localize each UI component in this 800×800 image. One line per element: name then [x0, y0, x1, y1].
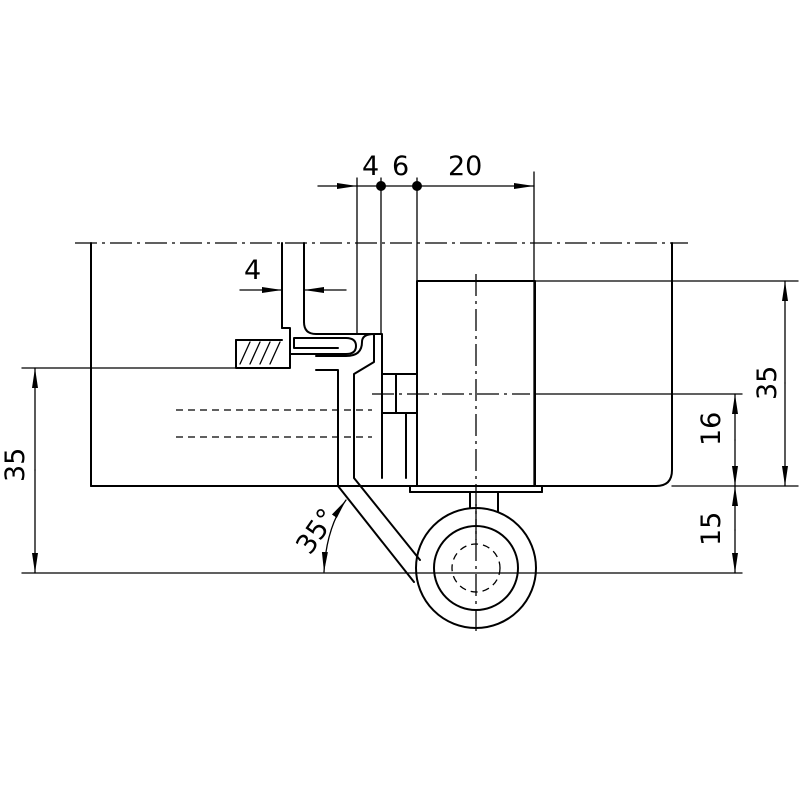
dim-label-top-4: 4 [362, 151, 379, 182]
dimension-15: 15 [696, 485, 738, 574]
dim-label-top-6: 6 [392, 151, 409, 182]
dim-dot-417 [412, 181, 422, 191]
dim-label-left-35: 35 [0, 448, 31, 482]
frame-step [303, 321, 383, 479]
dim-label-15: 15 [696, 512, 727, 546]
dimension-groove-4: 4 [239, 255, 347, 293]
dim-label-16: 16 [696, 412, 727, 446]
dim-label-angle-35: 35° [290, 503, 343, 560]
hinge-body [372, 274, 543, 540]
panel-right-edge [535, 242, 673, 487]
dimension-right-35: 35 [534, 280, 799, 487]
seal-hatching [239, 341, 281, 365]
arm-outer [315, 369, 415, 583]
dim-label-groove-4: 4 [244, 255, 261, 286]
dim-label-right-35: 35 [752, 366, 783, 400]
dim-label-top-20: 20 [448, 151, 482, 182]
dimension-angle-35: 35° [290, 499, 347, 573]
angle-arc [321, 499, 347, 573]
panel-outline [75, 242, 688, 487]
dimension-left-35: 35 [0, 367, 743, 574]
dimension-top-chain: 4 6 20 [317, 151, 535, 487]
seal-lip [289, 337, 357, 355]
seal-outline [235, 327, 291, 369]
dim-dot-381 [376, 181, 386, 191]
arm-inner [315, 333, 421, 561]
seal-profile [235, 327, 357, 369]
hinge-arm [315, 333, 537, 636]
dimension-16: 16 [534, 393, 743, 487]
